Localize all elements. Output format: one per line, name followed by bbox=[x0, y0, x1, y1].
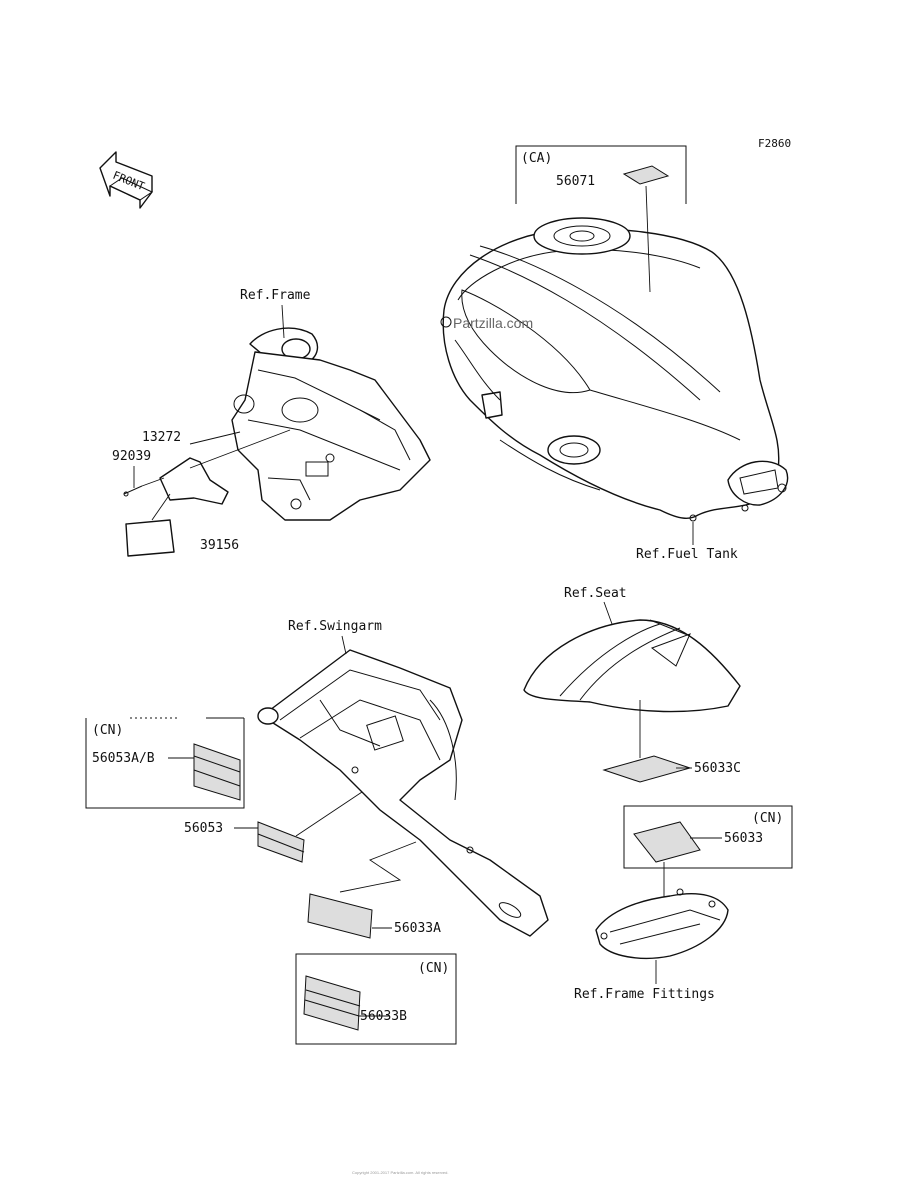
part-number-56053: 56053 bbox=[184, 821, 223, 836]
watermark-text: Partzilla.com bbox=[453, 315, 533, 331]
label-56053ab bbox=[193, 743, 241, 801]
cn-tag-lower: (CN) bbox=[418, 961, 449, 976]
bracket-13272 bbox=[159, 457, 229, 505]
part-number-56053ab: 56053A/B bbox=[92, 751, 155, 766]
ca-box: (CA) 56071 bbox=[515, 145, 687, 293]
part-number-56071: 56071 bbox=[556, 174, 595, 189]
cn-box-right: (CN) 56033 bbox=[623, 805, 793, 910]
label-56033c bbox=[602, 755, 692, 783]
frame-fittings-drawing bbox=[595, 888, 729, 959]
label-39156 bbox=[125, 519, 175, 557]
part-number-56033c: 56033C bbox=[694, 761, 741, 776]
part-number-56033a: 56033A bbox=[394, 921, 441, 936]
cn-box-upper-left: (CN) 56053A/B bbox=[85, 717, 245, 809]
ref-seat-label: Ref.Seat bbox=[564, 586, 627, 601]
frame-drawing bbox=[231, 327, 431, 521]
watermark: Partzilla.com bbox=[440, 315, 533, 331]
figure-code: F2860 bbox=[758, 137, 791, 150]
part-number-56033b: 56033B bbox=[360, 1009, 407, 1024]
swingarm-drawing bbox=[257, 649, 549, 937]
seat-drawing bbox=[523, 619, 741, 713]
label-56071 bbox=[622, 165, 670, 185]
label-56033 bbox=[633, 821, 701, 863]
part-number-13272: 13272 bbox=[142, 430, 181, 445]
ref-swingarm-label: Ref.Swingarm bbox=[288, 619, 382, 634]
label-56033a bbox=[307, 893, 373, 939]
label-56053 bbox=[257, 821, 305, 863]
cn-box-lower: (CN) 56033B bbox=[295, 953, 457, 1045]
part-number-39156: 39156 bbox=[200, 538, 239, 553]
cn-tag-upper-left: (CN) bbox=[92, 723, 123, 738]
cn-tag-right: (CN) bbox=[752, 811, 783, 826]
part-number-92039: 92039 bbox=[112, 449, 151, 464]
footer-copyright: Copyright 2001-2017 Partzilla.com. All r… bbox=[352, 1170, 449, 1175]
fuel-tank-drawing bbox=[442, 217, 789, 522]
ref-frame-label: Ref.Frame bbox=[240, 288, 311, 303]
part-number-56033: 56033 bbox=[724, 831, 763, 846]
ref-fuel-tank-label: Ref.Fuel Tank bbox=[636, 547, 738, 562]
ca-tag: (CA) bbox=[521, 151, 552, 166]
front-arrow-icon: FRONT bbox=[99, 151, 154, 209]
ref-frame-fittings-label: Ref.Frame Fittings bbox=[574, 987, 715, 1002]
label-56033b bbox=[303, 975, 361, 1031]
